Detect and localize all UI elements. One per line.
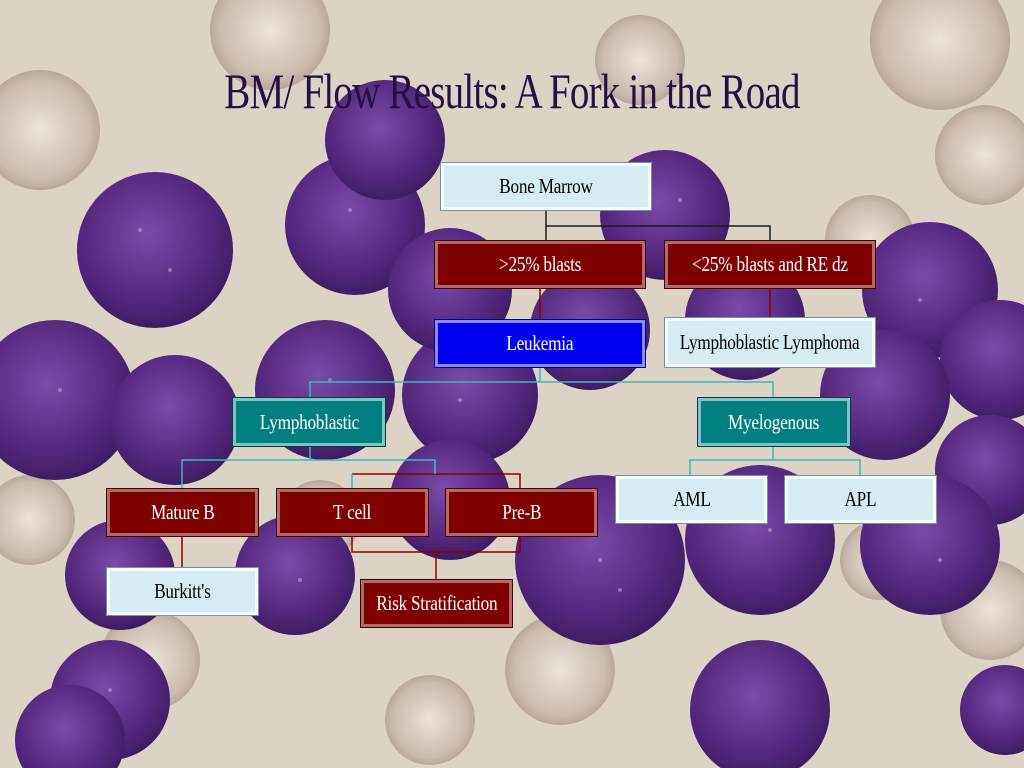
node-mature-b: Mature B — [106, 488, 259, 537]
node-risk-stratification-label: Risk Stratification — [375, 591, 498, 615]
node-leukemia-label: Leukemia — [506, 331, 574, 355]
node-lymphoblastic-lymphoma-label: Lymphoblastic Lymphoma — [680, 330, 860, 354]
node-leukemia: Leukemia — [434, 319, 646, 368]
node-lymphoblastic-label: Lymphoblastic — [259, 409, 359, 434]
node-apl-label: APL — [844, 487, 877, 511]
node-pre-b: Pre-B — [445, 488, 598, 537]
node-burkitts: Burkitt's — [106, 567, 259, 616]
node-apl: APL — [784, 475, 937, 524]
node-t-cell-label: T cell — [333, 500, 372, 524]
node-aml: AML — [615, 475, 768, 524]
node-gt25-blasts-label: >25% blasts — [498, 252, 582, 276]
node-lymphoblastic-lymphoma: Lymphoblastic Lymphoma — [664, 317, 876, 368]
node-myelogenous: Myelogenous — [697, 397, 851, 447]
node-gt25-blasts: >25% blasts — [434, 240, 646, 289]
node-t-cell: T cell — [276, 488, 429, 537]
node-bone-marrow-label: Bone Marrow — [499, 174, 593, 198]
node-lt25-blasts-label: <25% blasts and RE dz — [692, 252, 848, 276]
slide-title: BM/ Flow Results: A Fork in the Road — [224, 63, 800, 119]
node-pre-b-label: Pre-B — [502, 500, 541, 524]
node-myelogenous-label: Myelogenous — [728, 409, 820, 434]
node-bone-marrow: Bone Marrow — [440, 162, 652, 211]
node-risk-stratification: Risk Stratification — [360, 579, 513, 628]
node-lymphoblastic: Lymphoblastic — [232, 397, 386, 447]
node-aml-label: AML — [672, 487, 711, 511]
node-lt25-blasts: <25% blasts and RE dz — [664, 240, 876, 289]
node-burkitts-label: Burkitt's — [154, 579, 211, 603]
node-mature-b-label: Mature B — [150, 500, 215, 524]
